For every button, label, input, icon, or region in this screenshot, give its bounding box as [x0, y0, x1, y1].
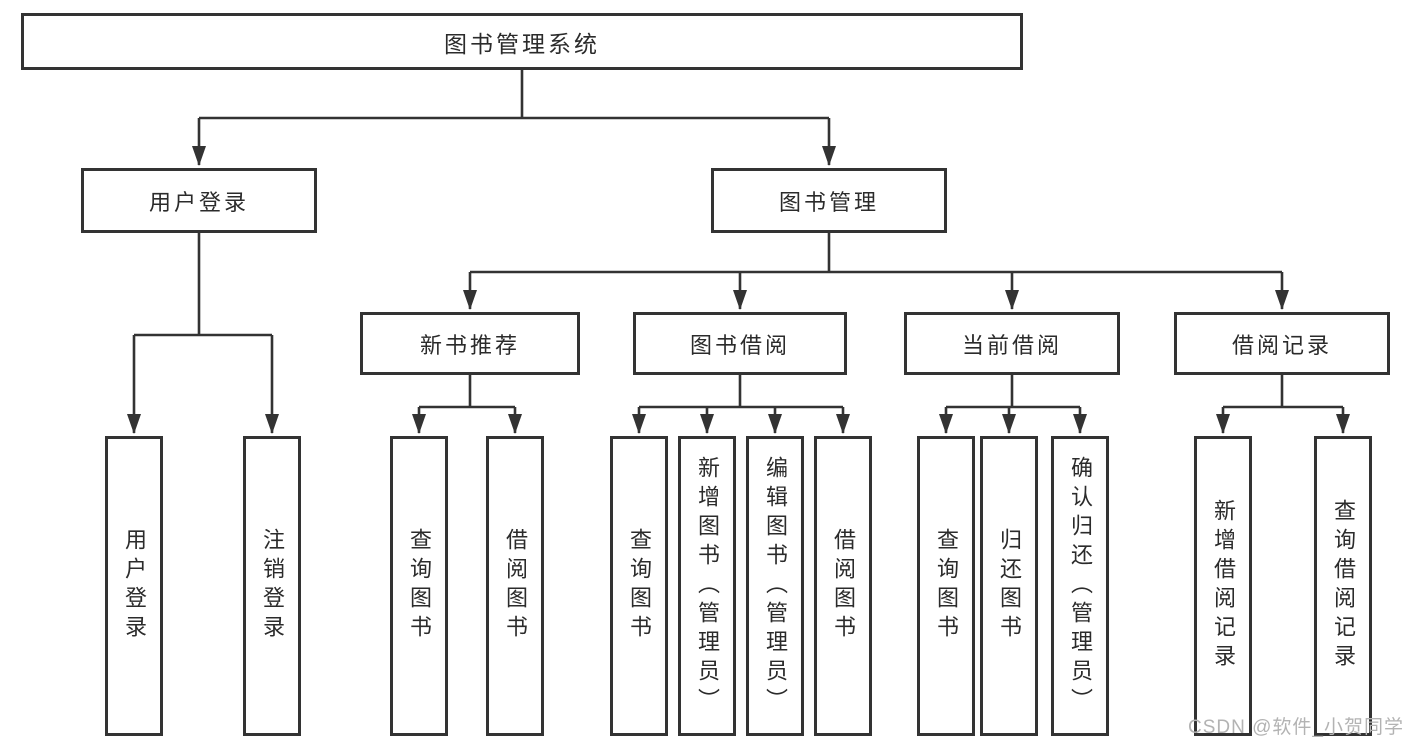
node-new-book-recommend: 新书推荐 — [360, 312, 580, 375]
leaf-borrowing-query-books: 查询图书 — [610, 436, 668, 736]
leaf-add-books-admin: 新增图书（管理员） — [678, 436, 736, 736]
node-current-borrowing: 当前借阅 — [904, 312, 1120, 375]
node-borrowing-records: 借阅记录 — [1174, 312, 1390, 375]
leaf-current-query-books: 查询图书 — [917, 436, 975, 736]
csdn-watermark: CSDN @软件_小贺同学 — [1188, 717, 1404, 738]
leaf-edit-books-admin: 编辑图书（管理员） — [746, 436, 804, 736]
leaf-user-login: 用户登录 — [105, 436, 163, 736]
node-library-system: 图书管理系统 — [21, 13, 1023, 70]
node-book-borrowing: 图书借阅 — [633, 312, 847, 375]
leaf-borrow-books: 借阅图书 — [814, 436, 872, 736]
leaf-add-borrow-record: 新增借阅记录 — [1194, 436, 1252, 736]
leaf-return-books: 归还图书 — [980, 436, 1038, 736]
leaf-query-borrow-record: 查询借阅记录 — [1314, 436, 1372, 736]
node-book-management: 图书管理 — [711, 168, 947, 233]
leaf-confirm-return-admin: 确认归还（管理员） — [1051, 436, 1109, 736]
leaf-logout: 注销登录 — [243, 436, 301, 736]
leaf-recommend-borrow-books: 借阅图书 — [486, 436, 544, 736]
node-user-login: 用户登录 — [81, 168, 317, 233]
leaf-recommend-query-books: 查询图书 — [390, 436, 448, 736]
connector-trunks — [134, 70, 1343, 409]
